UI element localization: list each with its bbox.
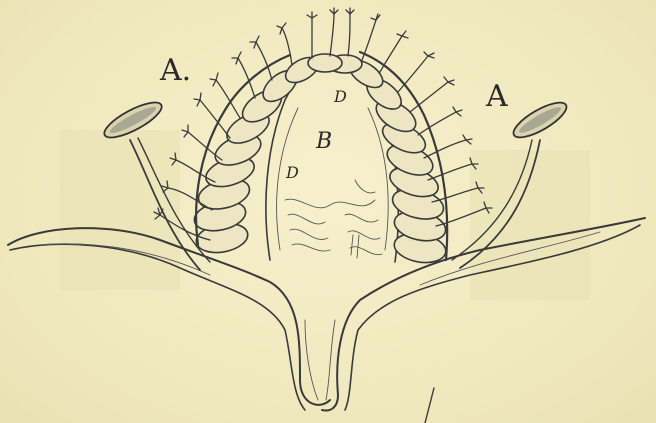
- floret-column-left: [192, 52, 323, 256]
- label-a-left: A.: [159, 53, 191, 88]
- label-b-center: B: [315, 129, 332, 154]
- floret-column-right: [308, 52, 448, 266]
- paper-smudge-right: [470, 150, 590, 300]
- label-d-left: D: [285, 163, 299, 182]
- pointer-line: [425, 388, 434, 423]
- label-a-right: A: [485, 79, 508, 114]
- label-d-top: D: [333, 87, 347, 106]
